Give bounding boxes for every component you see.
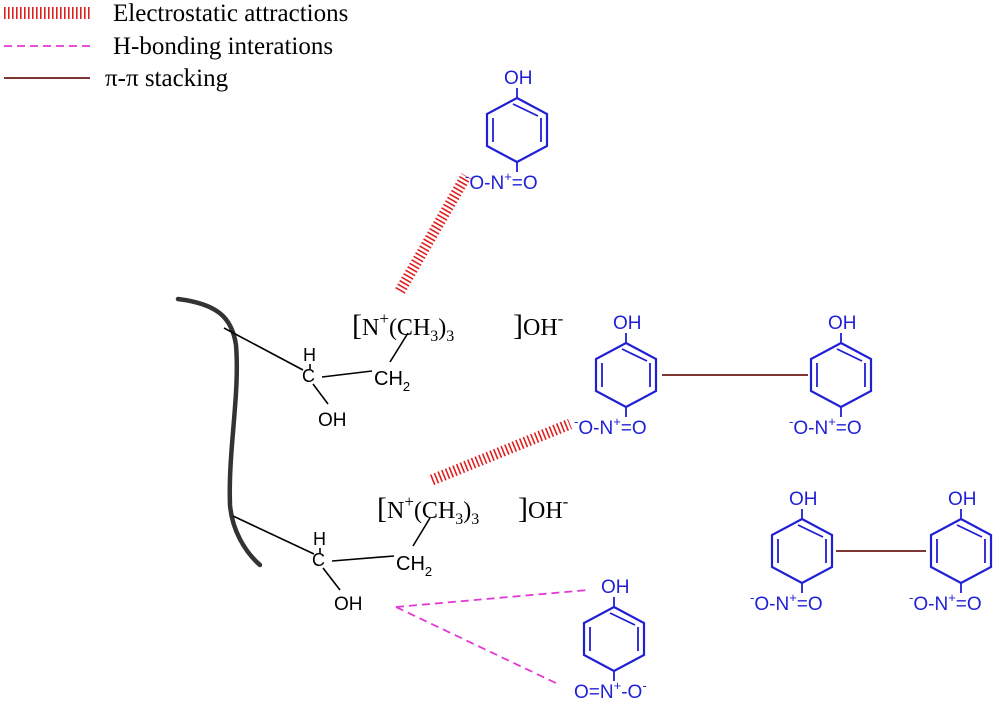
electrostatic-attraction-upper — [395, 173, 471, 294]
ring-double-bond — [609, 612, 636, 626]
nitro-group-label: -O-N+=O — [574, 414, 647, 439]
nitro-group-label: -O-N+=O — [465, 169, 538, 194]
hbond-line-1 — [395, 589, 589, 608]
legend: Electrostatic attractions H-bonding inte… — [4, 0, 348, 92]
phenol-oh-label: OH — [504, 68, 533, 89]
svg-text:C: C — [312, 550, 325, 570]
svg-text:OH-: OH- — [523, 309, 564, 341]
upper-chain: H C OH CH2 [ N+(CH3)3 ] OH- — [223, 309, 564, 431]
svg-text:C: C — [302, 366, 315, 386]
legend-pistack-label: π-π stacking — [105, 65, 229, 92]
benzene-ring — [485, 96, 549, 164]
phenol-oh-label: OH — [613, 313, 642, 334]
legend-hbond-label: H-bonding interations — [113, 33, 333, 60]
nitro-group-label: O=N+-O- — [574, 678, 647, 703]
ring-double-bond — [797, 524, 824, 538]
nitro-group-label: -O-N+=O — [909, 590, 982, 615]
p-nitrophenol-4: OH -O-N+=O — [750, 489, 834, 615]
benzene-ring — [770, 517, 834, 585]
lower-chain: H C OH CH2 [ N+(CH3)3 ] OH- — [232, 492, 569, 615]
ring-double-bond — [836, 348, 863, 362]
benzene-ring — [809, 341, 873, 409]
p-nitrophenol-molecules: OH-O-N+=OOH-O-N+=OOH-O-N+=OOH-O-N+=OOH-O… — [465, 68, 993, 703]
benzene-ring — [582, 605, 646, 673]
nitro-group-label: -O-N+=O — [750, 590, 823, 615]
p-nitrophenol-1: OH -O-N+=O — [465, 68, 549, 194]
svg-text:OH: OH — [318, 410, 347, 431]
phenol-oh-label: OH — [828, 313, 857, 334]
ring-double-bond — [956, 524, 983, 538]
hbond-line-2 — [395, 606, 561, 686]
ring-double-bond — [621, 348, 648, 362]
svg-text:[: [ — [377, 492, 387, 525]
benzene-ring — [594, 341, 658, 409]
p-nitrophenol-2: OH -O-N+=O — [574, 313, 658, 439]
legend-electrostatic-label: Electrostatic attractions — [113, 0, 348, 27]
svg-text:OH: OH — [334, 594, 363, 615]
svg-text:H: H — [313, 529, 326, 549]
phenol-oh-label: OH — [601, 577, 630, 598]
svg-text:N+(CH3)3: N+(CH3)3 — [387, 492, 479, 528]
nitro-group-label: -O-N+=O — [789, 414, 862, 439]
phenol-oh-label: OH — [948, 489, 977, 510]
benzene-ring — [929, 517, 993, 585]
svg-text:]: ] — [518, 492, 528, 525]
p-nitrophenol-5: OH -O-N+=O — [909, 489, 993, 615]
phenol-oh-label: OH — [789, 489, 818, 510]
adsorbent-surface — [175, 296, 263, 568]
p-nitrophenol-6: OH O=N+-O- — [574, 577, 647, 703]
svg-text:CH2: CH2 — [396, 553, 432, 579]
svg-text:]: ] — [513, 309, 523, 342]
electrostatic-attraction-lower — [429, 418, 573, 486]
svg-text:CH2: CH2 — [374, 368, 410, 394]
p-nitrophenol-3: OH -O-N+=O — [789, 313, 873, 439]
svg-text:OH-: OH- — [528, 492, 569, 524]
svg-text:[: [ — [352, 309, 362, 342]
svg-text:H: H — [303, 345, 316, 365]
ring-double-bond — [512, 103, 539, 117]
svg-text:N+(CH3)3: N+(CH3)3 — [362, 309, 454, 345]
